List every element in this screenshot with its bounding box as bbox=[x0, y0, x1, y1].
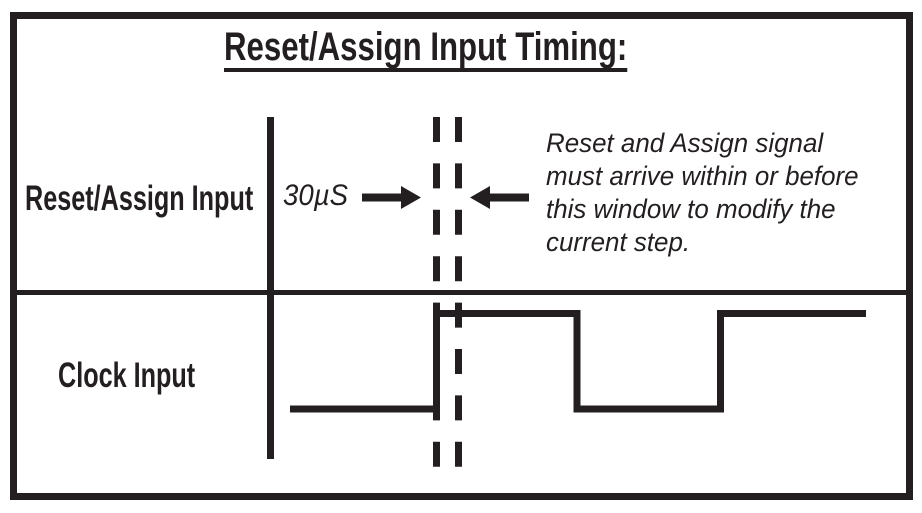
diagram-title: Reset/Assign Input Timing: bbox=[224, 27, 628, 72]
arrow-right-icon bbox=[362, 186, 421, 209]
note-line-2: must arrive within or before bbox=[546, 161, 859, 191]
clock-waveform bbox=[290, 310, 866, 413]
timing-window-note: Reset and Assign signal must arrive with… bbox=[546, 127, 859, 259]
note-line-4: current step. bbox=[546, 227, 691, 257]
arrow-left-icon bbox=[470, 186, 529, 209]
row-label-reset-assign-input: Reset/Assign Input bbox=[25, 179, 254, 218]
note-line-3: this window to modify the bbox=[546, 194, 836, 224]
diagram-frame bbox=[10, 12, 913, 500]
window-width-label: 30µS bbox=[283, 179, 349, 212]
row-label-clock-input: Clock Input bbox=[58, 356, 196, 395]
note-line-1: Reset and Assign signal bbox=[546, 128, 824, 158]
